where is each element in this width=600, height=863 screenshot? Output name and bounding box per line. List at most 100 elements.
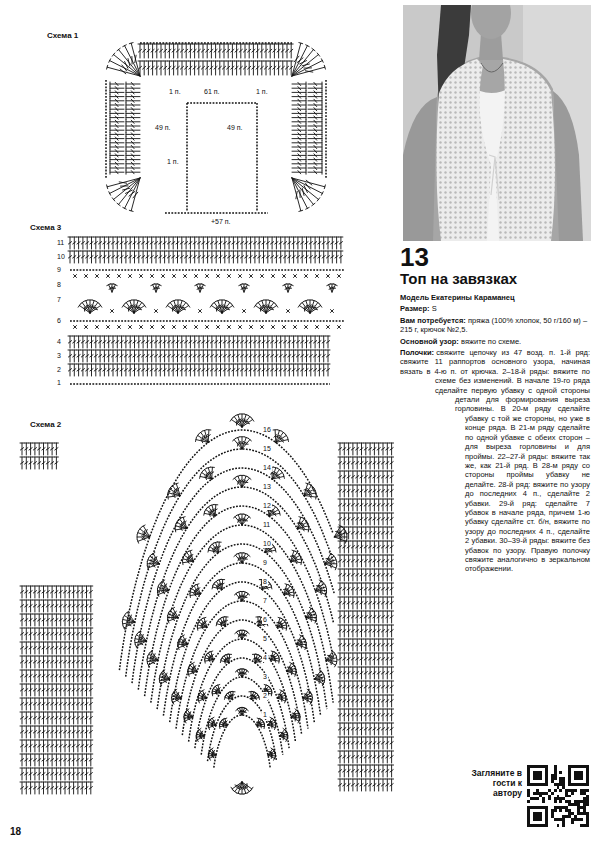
qr-modules bbox=[527, 765, 589, 827]
qr-finder bbox=[571, 768, 586, 783]
chain-stitches bbox=[165, 212, 268, 214]
row-number: 10 bbox=[262, 540, 272, 548]
torso bbox=[433, 57, 559, 241]
stitch-count: 61 п. bbox=[203, 88, 220, 96]
scheme-title: Схема 2 bbox=[30, 421, 61, 430]
chain-stitches bbox=[186, 103, 188, 211]
face bbox=[471, 5, 511, 39]
wrap-spacer bbox=[400, 400, 455, 421]
vest-left bbox=[436, 59, 491, 241]
chain-stitches bbox=[208, 696, 277, 761]
chain-stitches bbox=[163, 563, 320, 716]
row-number: 11 bbox=[262, 521, 271, 529]
field-label: Размер: bbox=[400, 304, 430, 313]
qr-ground bbox=[527, 765, 589, 827]
row-number: 5 bbox=[262, 635, 268, 643]
chain-stitches bbox=[70, 269, 345, 271]
qr-modules bbox=[527, 765, 589, 827]
row-number: 3 bbox=[56, 352, 62, 360]
chart-strokes bbox=[20, 43, 394, 794]
title: Топ на завязках bbox=[400, 271, 517, 288]
chain-stitches bbox=[119, 430, 332, 670]
row-number: 16 bbox=[262, 426, 272, 434]
chain-stitches bbox=[126, 449, 334, 677]
stitch-count: 1 п. bbox=[255, 88, 269, 96]
chain-stitches bbox=[170, 582, 315, 722]
photo bbox=[403, 5, 591, 241]
text-block: Основной узор:вяжите по схеме. bbox=[400, 337, 590, 346]
row-number: 10 bbox=[56, 253, 66, 261]
row-number: 1 bbox=[56, 379, 62, 387]
row-number: 2 bbox=[56, 366, 62, 374]
qr-finder bbox=[527, 806, 548, 827]
row-number: 6 bbox=[262, 616, 268, 624]
qr-finder bbox=[568, 765, 589, 786]
field-value: свяжите цепочку из 47 возд. п. 1-й ряд: … bbox=[400, 348, 590, 573]
row-number: 9 bbox=[56, 266, 62, 274]
chain-stitches bbox=[151, 525, 333, 703]
row-number: 7 bbox=[56, 296, 62, 304]
row-number: 2 bbox=[262, 692, 268, 700]
stitch-count: 1 п. bbox=[168, 88, 182, 96]
necklace bbox=[481, 63, 503, 72]
field-label: Основной узор: bbox=[400, 337, 459, 346]
text-block: Размер:S bbox=[400, 304, 590, 313]
text-block: Модель Екатерины Караманец bbox=[400, 293, 590, 302]
row-number: 9 bbox=[262, 559, 268, 567]
tie-strings bbox=[489, 155, 499, 200]
row-number: 11 bbox=[56, 239, 65, 247]
row-number: 8 bbox=[56, 281, 62, 289]
row-number: 7 bbox=[262, 597, 268, 605]
author: Модель Екатерины Караманец bbox=[400, 293, 515, 302]
row-number: 14 bbox=[262, 464, 272, 472]
field-value: S bbox=[432, 304, 437, 313]
stitch-count: 49 п. bbox=[154, 124, 171, 132]
wrap-spacer bbox=[400, 379, 435, 400]
row-number: 13 bbox=[262, 483, 272, 491]
chain-stitches bbox=[140, 42, 292, 44]
chain-stitches bbox=[201, 677, 283, 755]
vest-right bbox=[495, 59, 555, 241]
qr-finder bbox=[533, 812, 542, 821]
page-number: 18 bbox=[10, 826, 21, 837]
field-label: Вам потребуется: bbox=[400, 316, 466, 325]
arm bbox=[403, 97, 437, 241]
row-number: 4 bbox=[262, 654, 268, 662]
qr-finder bbox=[533, 771, 542, 780]
row-number: 4 bbox=[56, 338, 62, 346]
row-number: 8 bbox=[262, 578, 268, 586]
chain-stitches bbox=[105, 80, 107, 178]
qr-finder bbox=[574, 771, 583, 780]
scheme-title: Схема 1 bbox=[47, 32, 78, 41]
text-block: Полочки:свяжите цепочку из 47 возд. п. 1… bbox=[400, 348, 590, 574]
stitch-count: 49 п. bbox=[226, 124, 243, 132]
scheme-title: Схема 3 bbox=[30, 224, 61, 233]
stitch-count: +57 п. bbox=[210, 218, 232, 226]
row-number: 15 bbox=[262, 445, 272, 453]
wrap-spacer bbox=[400, 421, 465, 863]
photo-background bbox=[403, 5, 591, 241]
chain-stitches bbox=[176, 601, 308, 729]
row-number: 1 bbox=[262, 711, 268, 719]
field-label: Полочки: bbox=[400, 348, 434, 357]
field-value: вяжите по схеме. bbox=[461, 337, 521, 346]
row-number: 12 bbox=[262, 502, 272, 510]
chain-stitches bbox=[195, 658, 289, 748]
chain-stitches bbox=[157, 544, 327, 709]
chain-stitches bbox=[70, 383, 330, 385]
qr-finder bbox=[530, 809, 545, 824]
chain-stitches bbox=[182, 620, 301, 735]
row-number: 6 bbox=[56, 317, 62, 325]
stitch-count: 1 п. bbox=[166, 158, 180, 166]
row-number: 3 bbox=[262, 673, 268, 681]
qr-finder bbox=[530, 768, 545, 783]
chain-stitches bbox=[214, 715, 270, 768]
qr-caption: Загляните в гости к автору bbox=[470, 768, 522, 798]
stitch-symbols bbox=[20, 43, 394, 794]
description: Модель Екатерины КараманецРазмер:S Вам по… bbox=[400, 293, 590, 863]
chain-stitches bbox=[187, 102, 257, 104]
chain-stitches bbox=[325, 80, 327, 178]
pattern-number: 13 bbox=[400, 243, 429, 272]
qr-code bbox=[527, 765, 589, 827]
